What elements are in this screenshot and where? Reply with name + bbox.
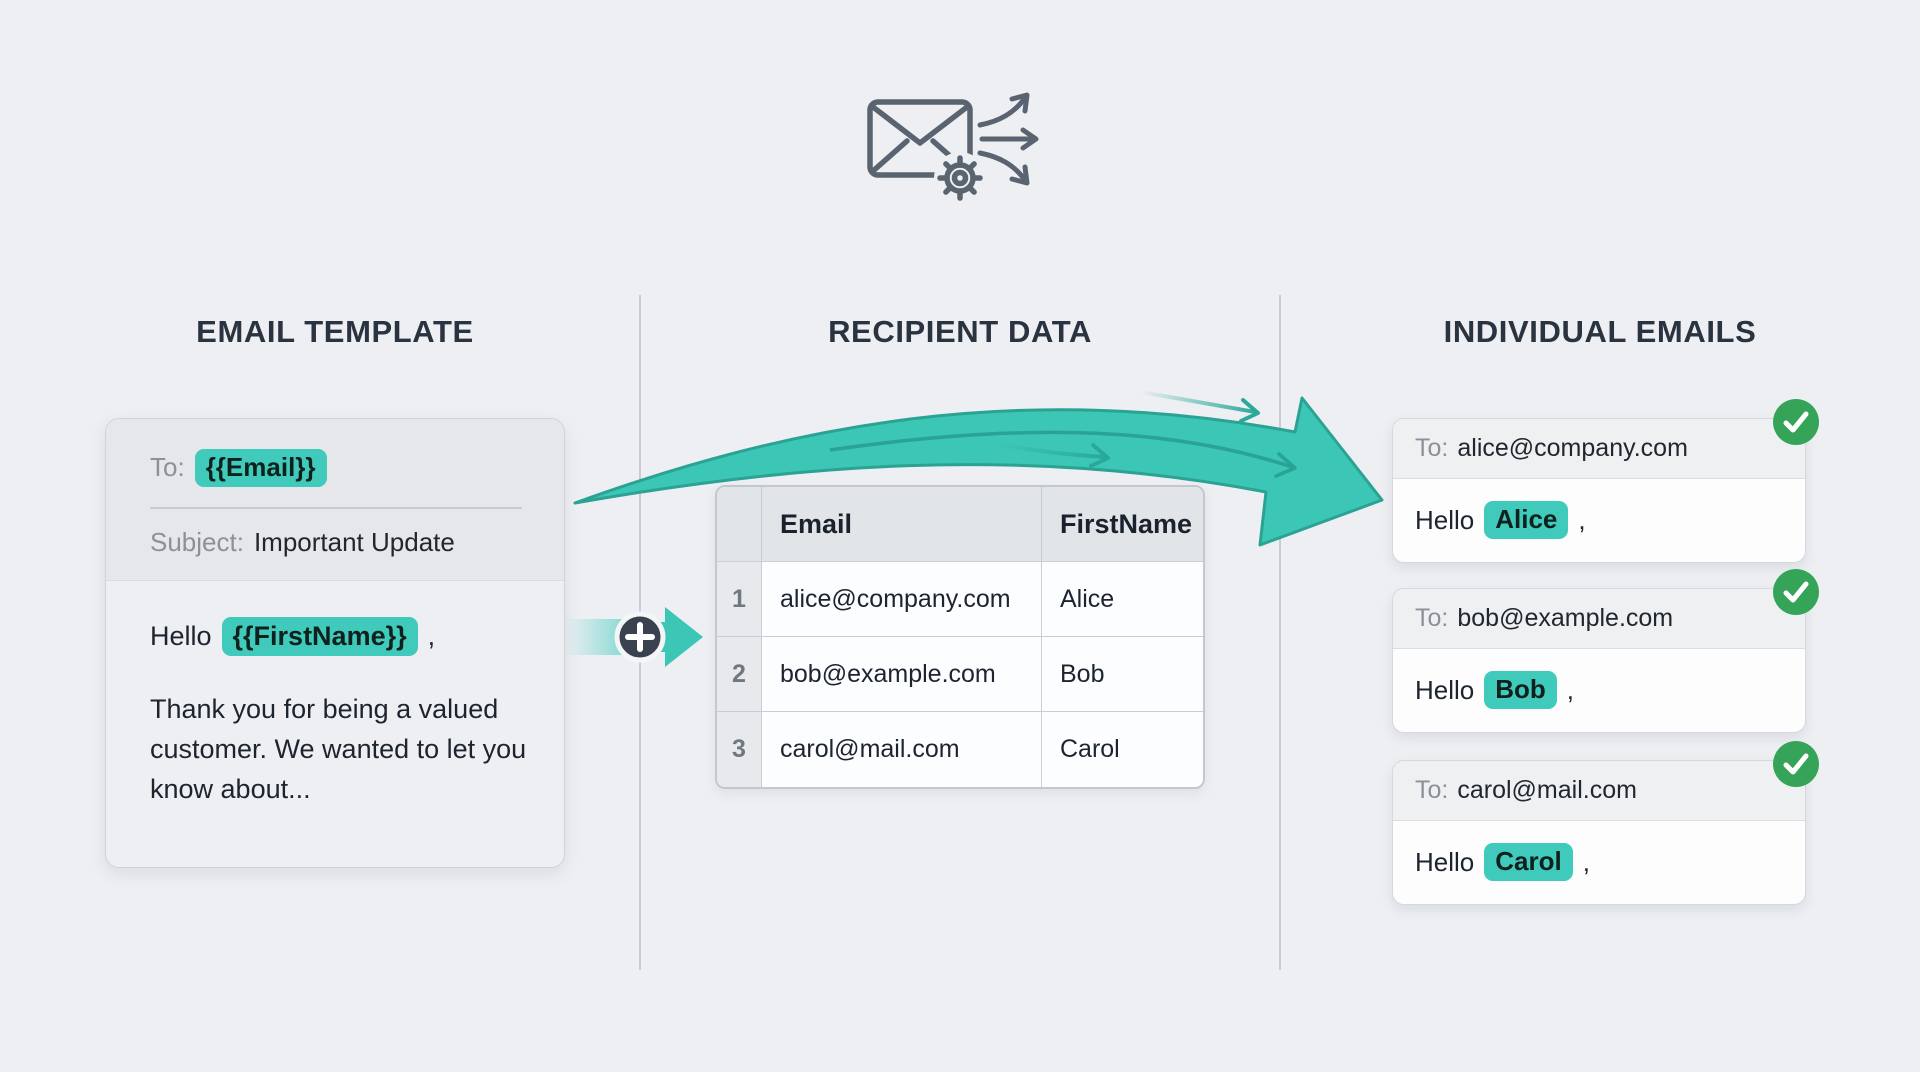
recipient-table: Email FirstName 1 alice@company.com Alic…: [715, 485, 1205, 789]
to-label: To:: [150, 452, 185, 483]
plus-connector: [565, 607, 703, 667]
subject-label: Subject:: [150, 526, 244, 557]
subject-value: Important Update: [253, 526, 455, 557]
table-corner-cell: [717, 487, 762, 562]
greeting-text: Hello: [1415, 846, 1475, 877]
email-address: carol@mail.com: [1457, 776, 1637, 804]
swoosh-inner-arrowhead: [1274, 452, 1297, 478]
row-number: 1: [717, 562, 762, 637]
to-label: To:: [1415, 604, 1449, 632]
heading-individual-emails: INDIVIDUAL EMAILS: [1443, 314, 1757, 349]
email-header: To: carol@mail.com: [1393, 761, 1805, 821]
email-variable-chip: {{Email}}: [194, 449, 327, 487]
email-header: To: alice@company.com: [1393, 419, 1805, 479]
merged-name-chip: Alice: [1484, 501, 1569, 539]
greeting-text: Hello: [150, 620, 212, 651]
plus-icon: [625, 622, 655, 652]
email-template-card: To: {{Email}} Subject: Important Update …: [105, 418, 565, 868]
merged-name-chip: Bob: [1484, 671, 1557, 709]
template-paragraph: Thank you for being a valued customer. W…: [150, 693, 527, 804]
motion-arrow-icon: [996, 442, 1110, 468]
table-cell-email: bob@example.com: [762, 637, 1042, 712]
individual-email-card: To: carol@mail.com Hello Carol ,: [1392, 741, 1819, 905]
greeting-text: Hello: [1415, 504, 1475, 535]
header-divider: [150, 506, 522, 509]
heading-recipient-data: RECIPIENT DATA: [828, 314, 1092, 349]
check-icon: [1773, 741, 1819, 787]
fan-out-arrows-icon: [977, 92, 1039, 186]
table-cell-firstname: Alice: [1042, 562, 1203, 637]
swoosh-body: [573, 396, 1384, 547]
table-cell-email: alice@company.com: [762, 562, 1042, 637]
email-body: Hello Carol ,: [1393, 821, 1805, 903]
table-cell-firstname: Carol: [1042, 712, 1203, 787]
greeting-comma: ,: [1582, 846, 1590, 877]
email-header: To: bob@example.com: [1393, 589, 1805, 649]
row-number: 3: [717, 712, 762, 787]
to-label: To:: [1415, 776, 1449, 804]
individual-email-card: To: alice@company.com Hello Alice ,: [1392, 399, 1819, 563]
template-header: To: {{Email}} Subject: Important Update: [106, 419, 564, 581]
email-body: Hello Alice ,: [1393, 479, 1805, 561]
greeting-comma: ,: [1566, 674, 1575, 705]
check-icon: [1773, 399, 1819, 445]
email-address: bob@example.com: [1457, 604, 1674, 632]
table-cell-firstname: Bob: [1042, 637, 1203, 712]
to-label: To:: [1415, 434, 1449, 462]
motion-arrow-icon: [1139, 390, 1260, 423]
column-divider: [1279, 295, 1281, 970]
greeting-comma: ,: [427, 620, 436, 651]
merge-arrow-icon: [573, 390, 1384, 547]
template-body: Hello {{FirstName}} , Thank you for bein…: [106, 581, 564, 810]
email-body: Hello Bob ,: [1393, 649, 1805, 731]
check-icon: [1773, 569, 1819, 615]
heading-email-template: EMAIL TEMPLATE: [196, 314, 474, 349]
merged-name-chip: Carol: [1484, 843, 1573, 881]
row-number: 2: [717, 637, 762, 712]
mail-merge-icon: [867, 92, 1039, 204]
greeting-comma: ,: [1578, 504, 1586, 535]
table-cell-email: carol@mail.com: [762, 712, 1042, 787]
column-header-email: Email: [762, 487, 1042, 562]
individual-email-card: To: bob@example.com Hello Bob ,: [1392, 569, 1819, 733]
swoosh-inner-line: [829, 430, 1293, 469]
column-header-firstname: FirstName: [1042, 487, 1203, 562]
email-address: alice@company.com: [1457, 434, 1688, 462]
greeting-text: Hello: [1415, 674, 1475, 705]
firstname-variable-chip: {{FirstName}}: [221, 616, 418, 656]
gear-icon: [937, 155, 983, 201]
